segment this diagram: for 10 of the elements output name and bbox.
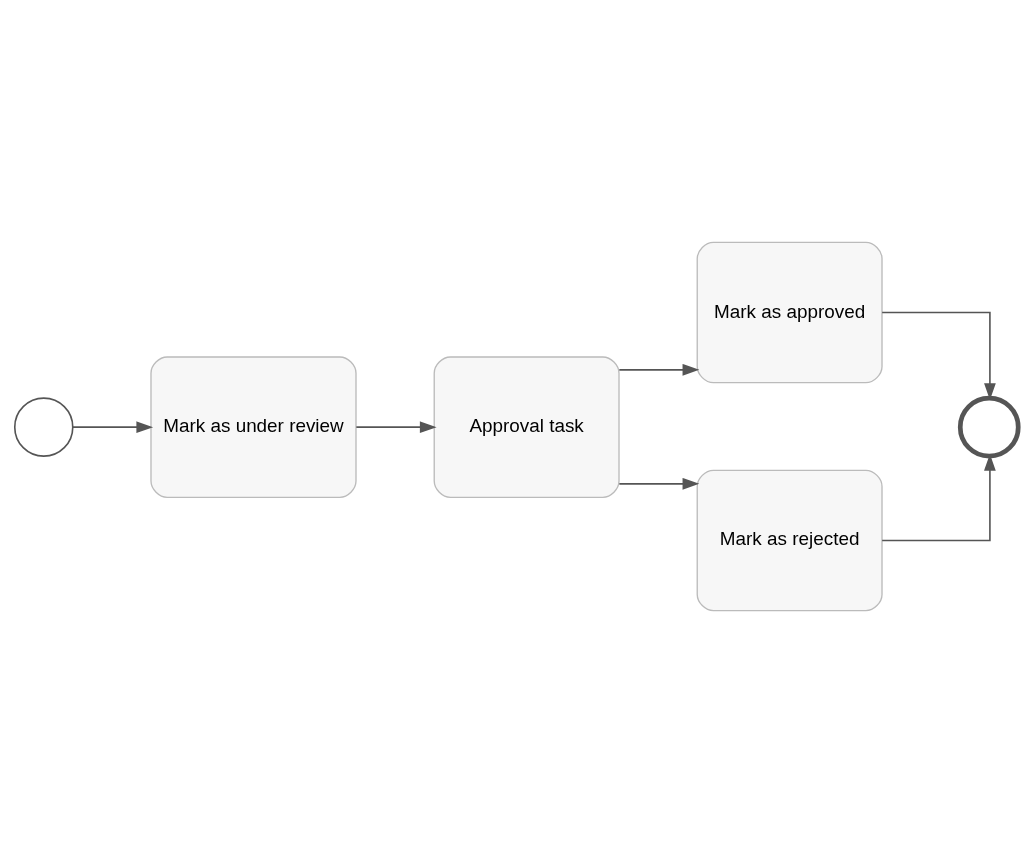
arrow xyxy=(618,477,699,490)
node-circle xyxy=(957,395,1021,459)
node-circle xyxy=(13,396,74,457)
node-box: Approval task xyxy=(433,355,620,498)
arrow xyxy=(618,363,699,376)
arrow xyxy=(355,420,437,433)
arrow xyxy=(71,420,153,433)
node-box: Mark as rejected xyxy=(696,469,883,611)
node-box: Mark as under review xyxy=(149,355,357,498)
node-box: Mark as approved xyxy=(696,241,883,383)
